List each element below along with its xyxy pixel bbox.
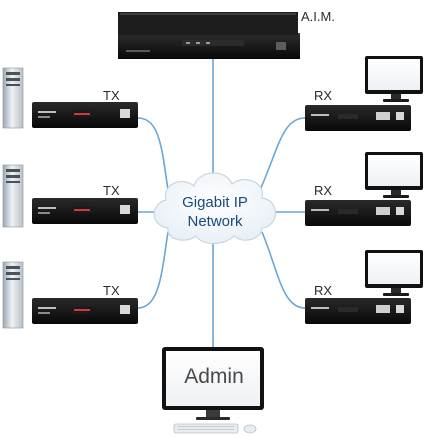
pc-tower-1 — [2, 67, 24, 129]
tx-label-3: TX — [103, 283, 120, 298]
tx-unit-3 — [32, 298, 138, 324]
pc-tower-3 — [2, 261, 24, 329]
rx-unit-3 — [305, 298, 411, 324]
tx-label-2: TX — [103, 183, 120, 198]
cable-tx3 — [137, 231, 169, 309]
aim-server-icon — [118, 12, 300, 59]
aim-label: A.I.M. — [301, 9, 335, 24]
admin-workstation-icon — [162, 347, 264, 434]
cables — [137, 58, 306, 348]
cable-rx1 — [259, 117, 306, 191]
admin-label: Admin — [184, 365, 244, 388]
tx-unit-1 — [32, 102, 138, 128]
monitor-2 — [365, 152, 423, 198]
tx-unit-2 — [32, 198, 138, 224]
rx-label-1: RX — [314, 88, 333, 103]
network-label-line2: Network — [187, 213, 243, 230]
cable-rx3 — [261, 231, 306, 309]
rx-label-3: RX — [314, 283, 333, 298]
network-cloud-icon — [153, 172, 277, 245]
cable-tx1 — [137, 117, 169, 191]
monitor-1 — [365, 56, 423, 102]
tx-label-1: TX — [103, 88, 120, 103]
rx-unit-2 — [305, 200, 411, 226]
network-label-line1: Gigabit IP — [182, 194, 248, 211]
rx-unit-1 — [305, 105, 411, 131]
pc-tower-2 — [2, 164, 24, 228]
network-label: Gigabit IP Network — [165, 193, 265, 231]
rx-label-2: RX — [314, 183, 333, 198]
monitor-3 — [365, 250, 423, 296]
